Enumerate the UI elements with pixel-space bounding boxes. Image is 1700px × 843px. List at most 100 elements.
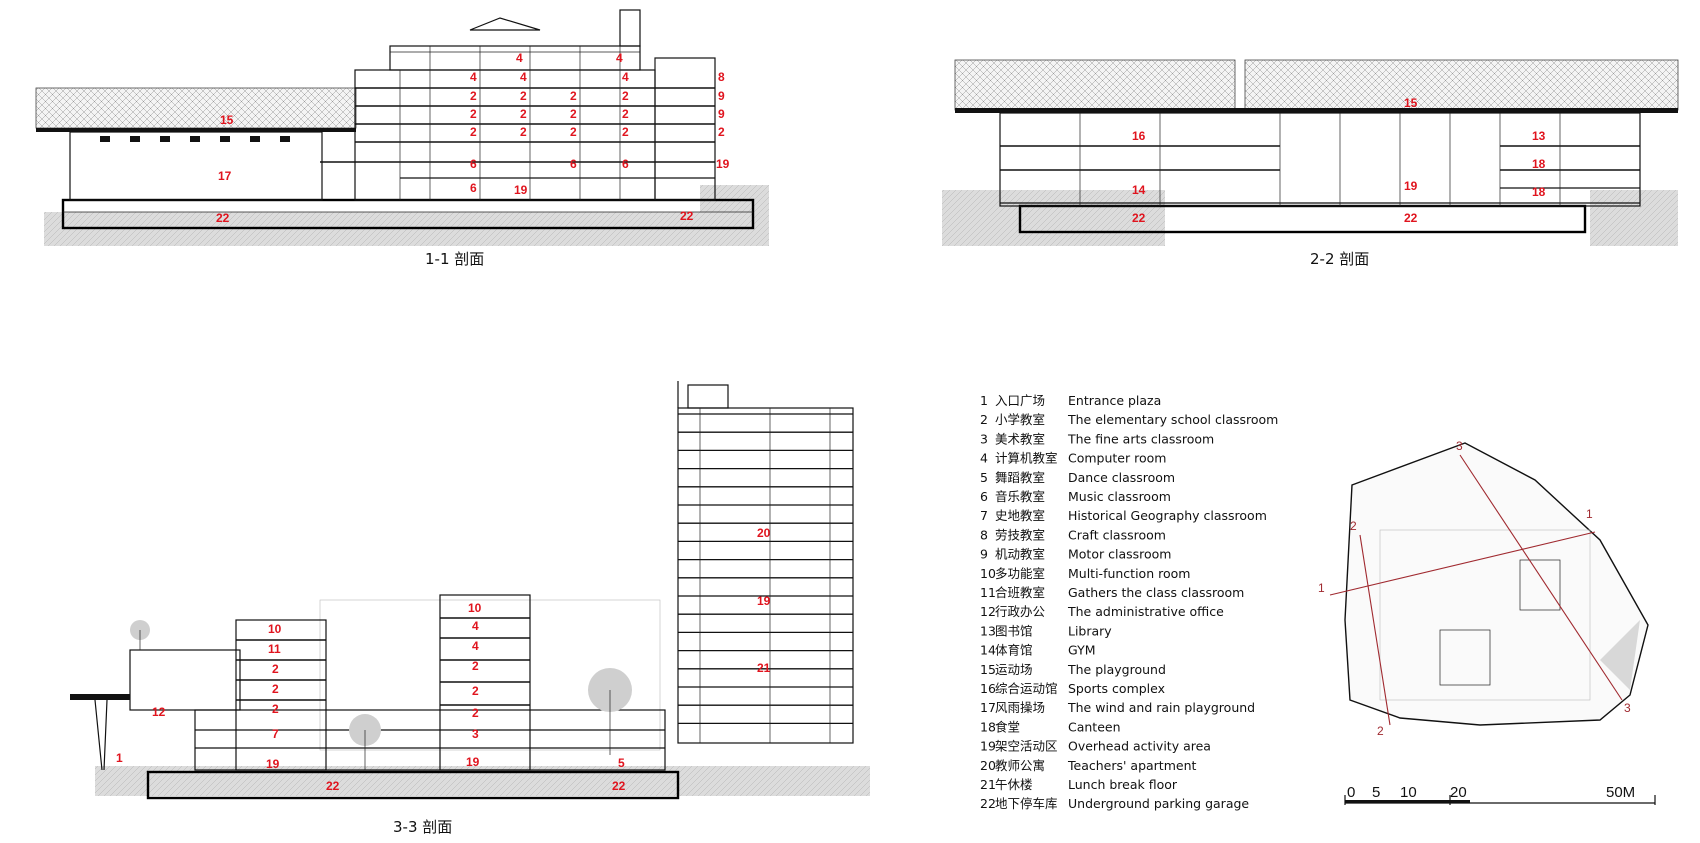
svg-text:15: 15 <box>220 113 234 127</box>
side-block <box>654 57 716 201</box>
svg-text:9: 9 <box>718 107 725 121</box>
scale-bar: 0 5 10 20 50M <box>1344 784 1656 805</box>
floor-slabs-2-2 <box>1000 145 1640 204</box>
legend-en: GYM <box>1068 643 1095 658</box>
svg-text:19: 19 <box>1404 179 1418 193</box>
legend-number: 4 <box>980 451 988 466</box>
scale-tick: 10 <box>1400 784 1417 801</box>
legend-row: 6 音乐教室 Music classroom <box>980 489 1171 504</box>
section-mark-labels: 1 1 2 2 3 3 <box>1318 439 1631 738</box>
legend-en: The fine arts classroom <box>1067 431 1214 446</box>
legend-en: Computer room <box>1068 451 1166 466</box>
legend-number: 9 <box>980 547 988 562</box>
legend-number: 20 <box>980 758 996 773</box>
svg-text:22: 22 <box>1404 211 1418 225</box>
block-floors <box>195 617 665 749</box>
svg-text:2: 2 <box>622 89 629 103</box>
svg-text:1: 1 <box>1318 581 1325 595</box>
legend-en: Canteen <box>1068 719 1121 734</box>
svg-text:1: 1 <box>1586 507 1593 521</box>
legend-zh: 风雨操场 <box>995 700 1045 715</box>
legend-en: Dance classroom <box>1068 470 1175 485</box>
teacher-tower <box>677 407 854 744</box>
legend-en: Motor classroom <box>1068 547 1171 562</box>
legend-zh: 综合运动馆 <box>995 681 1058 696</box>
legend-number: 6 <box>980 489 988 504</box>
legend-zh: 入口广场 <box>995 393 1045 408</box>
truss-windows <box>100 136 290 142</box>
svg-text:2: 2 <box>622 125 629 139</box>
svg-text:6: 6 <box>470 157 477 171</box>
legend-zh: 架空活动区 <box>995 739 1058 754</box>
svg-text:4: 4 <box>516 51 523 65</box>
legend-number: 10 <box>980 566 996 581</box>
svg-text:15: 15 <box>1404 96 1418 110</box>
svg-text:2: 2 <box>520 89 527 103</box>
section-1-1: 4 4 4 4 4 8 15 2 2 2 2 9 2 2 2 2 9 2 2 2… <box>35 9 769 268</box>
svg-text:3: 3 <box>1456 439 1463 453</box>
playground-fence <box>35 87 357 129</box>
legend-zh: 体育馆 <box>995 643 1033 658</box>
legend-zh: 机动教室 <box>995 547 1045 562</box>
svg-text:2: 2 <box>570 125 577 139</box>
svg-text:17: 17 <box>218 169 232 183</box>
svg-text:21: 21 <box>757 661 771 675</box>
legend-number: 14 <box>980 643 996 658</box>
roof-slab <box>955 108 1678 113</box>
tower-floors <box>678 408 853 743</box>
svg-text:6: 6 <box>570 157 577 171</box>
scale-tick: 50M <box>1606 784 1635 801</box>
svg-text:2: 2 <box>520 125 527 139</box>
podium <box>194 709 666 771</box>
svg-text:2: 2 <box>520 107 527 121</box>
svg-text:18: 18 <box>1532 157 1546 171</box>
legend-en: Sports complex <box>1068 681 1165 696</box>
legend-number: 18 <box>980 719 996 734</box>
svg-text:2: 2 <box>472 706 479 720</box>
legend-number: 3 <box>980 431 988 446</box>
legend-number: 21 <box>980 777 996 792</box>
svg-text:6: 6 <box>470 181 477 195</box>
columns-2-2 <box>1079 113 1561 206</box>
ground-bank <box>700 185 769 212</box>
svg-text:22: 22 <box>612 779 626 793</box>
legend-en: Historical Geography classroom <box>1068 508 1267 523</box>
svg-text:3: 3 <box>472 727 479 741</box>
roof-slab <box>36 128 356 132</box>
legend-zh: 图书馆 <box>995 623 1033 638</box>
labels-3-3: 20 10 19 10 4 11 4 2 2 21 2 2 12 2 2 7 3… <box>116 526 771 793</box>
legend-en: Multi-function room <box>1068 566 1190 581</box>
legend-en: Music classroom <box>1068 489 1171 504</box>
svg-text:4: 4 <box>520 70 527 84</box>
legend-number: 15 <box>980 662 996 677</box>
svg-text:12: 12 <box>152 705 166 719</box>
legend-zh: 音乐教室 <box>995 489 1045 504</box>
legend-zh: 多功能室 <box>995 566 1045 581</box>
section-caption: 2-2 剖面 <box>1310 250 1369 268</box>
legend-number: 16 <box>980 681 996 696</box>
svg-text:22: 22 <box>680 209 694 223</box>
legend-en: The administrative office <box>1067 604 1224 619</box>
svg-text:2: 2 <box>570 89 577 103</box>
legend-en: Craft classroom <box>1068 527 1166 542</box>
scale-tick: 20 <box>1450 784 1467 801</box>
legend-number: 2 <box>980 412 988 427</box>
svg-text:22: 22 <box>1132 211 1146 225</box>
labels-1-1: 4 4 4 4 4 8 15 2 2 2 2 9 2 2 2 2 9 2 2 2… <box>216 51 730 225</box>
section-2-2: 15 16 13 18 19 14 18 22 22 2-2 剖面 <box>942 59 1679 268</box>
site-boundary <box>1344 442 1649 726</box>
svg-text:4: 4 <box>470 70 477 84</box>
legend-en: Entrance plaza <box>1068 393 1161 408</box>
legend-en: The wind and rain playground <box>1067 700 1255 715</box>
legend-zh: 史地教室 <box>995 508 1045 523</box>
legend-zh: 美术教室 <box>995 431 1045 446</box>
legend-en: Library <box>1068 623 1112 638</box>
